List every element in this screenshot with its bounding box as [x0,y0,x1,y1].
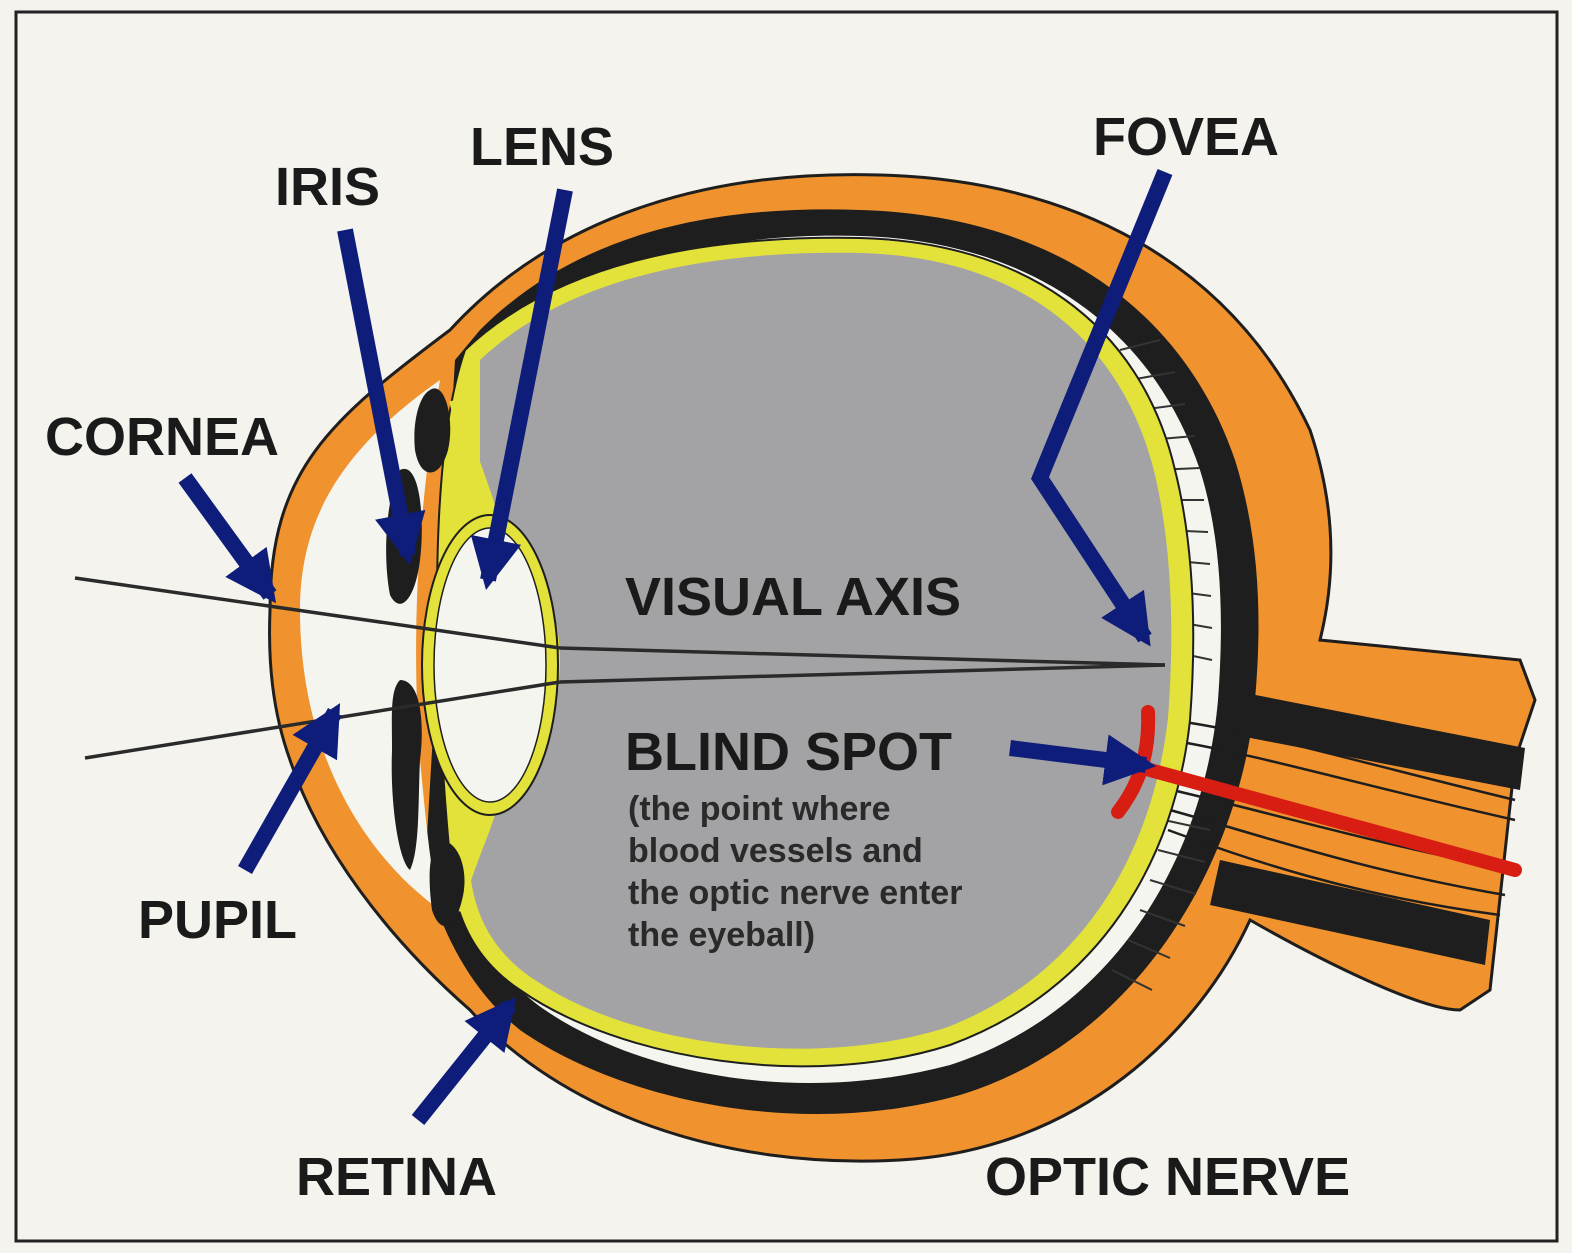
label-iris: IRIS [275,157,380,217]
vitreous-body [471,253,1171,1049]
blind-spot-note-line-1: (the point where [628,790,891,828]
arrow-cornea [185,478,270,595]
label-visual-axis: VISUAL AXIS [625,567,961,627]
label-blind-spot: BLIND SPOT [625,722,952,782]
label-fovea: FOVEA [1093,107,1279,167]
blind-spot-note-line-3: the optic nerve enter [628,874,962,912]
label-pupil: PUPIL [138,890,297,950]
blind-spot-note-line-4: the eyeball) [628,916,815,954]
label-optic-nerve: OPTIC NERVE [985,1147,1350,1207]
label-retina: RETINA [296,1147,497,1207]
label-cornea: CORNEA [45,407,279,467]
label-lens: LENS [470,117,614,177]
blind-spot-note-line-2: blood vessels and [628,832,923,870]
arrow-retina [418,1005,510,1120]
